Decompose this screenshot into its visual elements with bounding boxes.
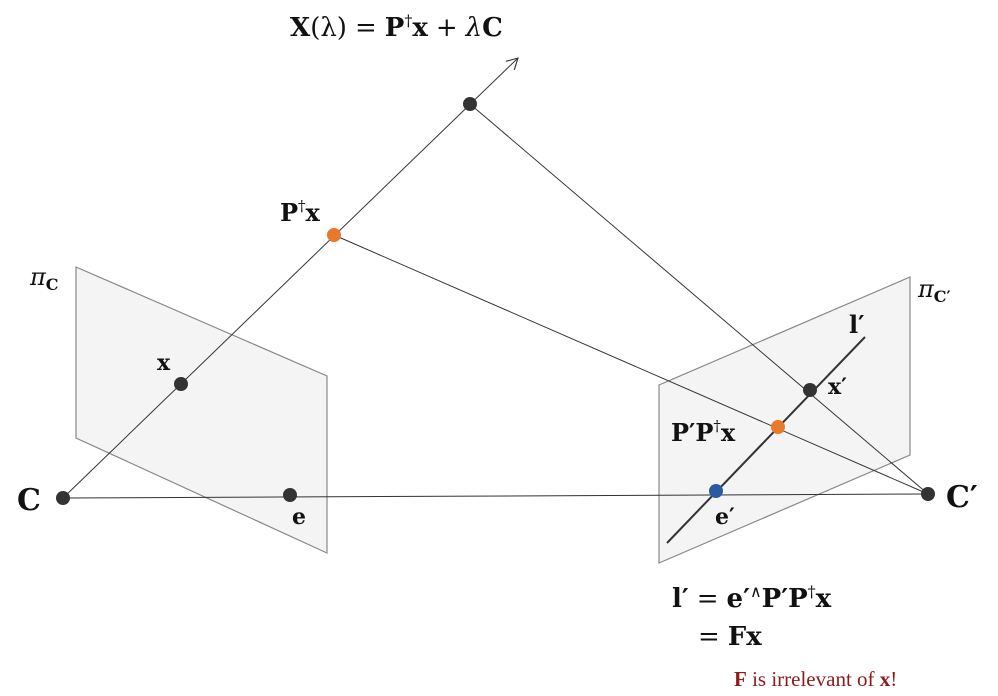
epipole-e	[283, 488, 297, 502]
pdagger-x-point	[327, 228, 341, 242]
irrelevance-note: F is irrelevant of x!	[734, 667, 897, 691]
point-x-label: x	[157, 350, 171, 376]
epipole-eprime-label: e′	[715, 504, 735, 530]
epipolar-line-lprime	[666, 336, 866, 544]
image-point-xprime	[803, 383, 817, 397]
camera-center-c-label: C	[17, 483, 41, 518]
point-xprime-label: x′	[828, 374, 847, 400]
bottom-equation-line2: =Fx	[698, 622, 762, 652]
ray-pdagger-to-cprime	[333, 234, 929, 495]
top-equation: X(λ)=P†x+λC	[290, 11, 503, 43]
camera-center-cprime-label: C′	[946, 480, 978, 515]
projected-point-label: P′P†x	[671, 417, 736, 447]
plane-label-pi-cprime: πC′	[917, 275, 951, 306]
plane-label-pi-c: πC	[29, 263, 59, 294]
camera-center-cprime	[921, 487, 935, 501]
left-image-plane	[75, 266, 328, 554]
world-point	[463, 97, 477, 111]
bottom-equation-line1: l′=e′∧P′P†x	[672, 582, 832, 614]
ray-xpoint-to-cprime	[469, 103, 929, 495]
back-projection-ray	[62, 57, 519, 499]
projected-pdagger-point	[771, 420, 785, 434]
epipole-eprime	[709, 484, 723, 498]
camera-center-c	[56, 491, 70, 505]
pdagger-x-label: P†x	[280, 197, 321, 227]
epipole-e-label: e	[292, 504, 306, 530]
image-point-x	[174, 377, 188, 391]
epipolar-line-label: l′	[849, 310, 864, 339]
baseline	[62, 493, 929, 499]
